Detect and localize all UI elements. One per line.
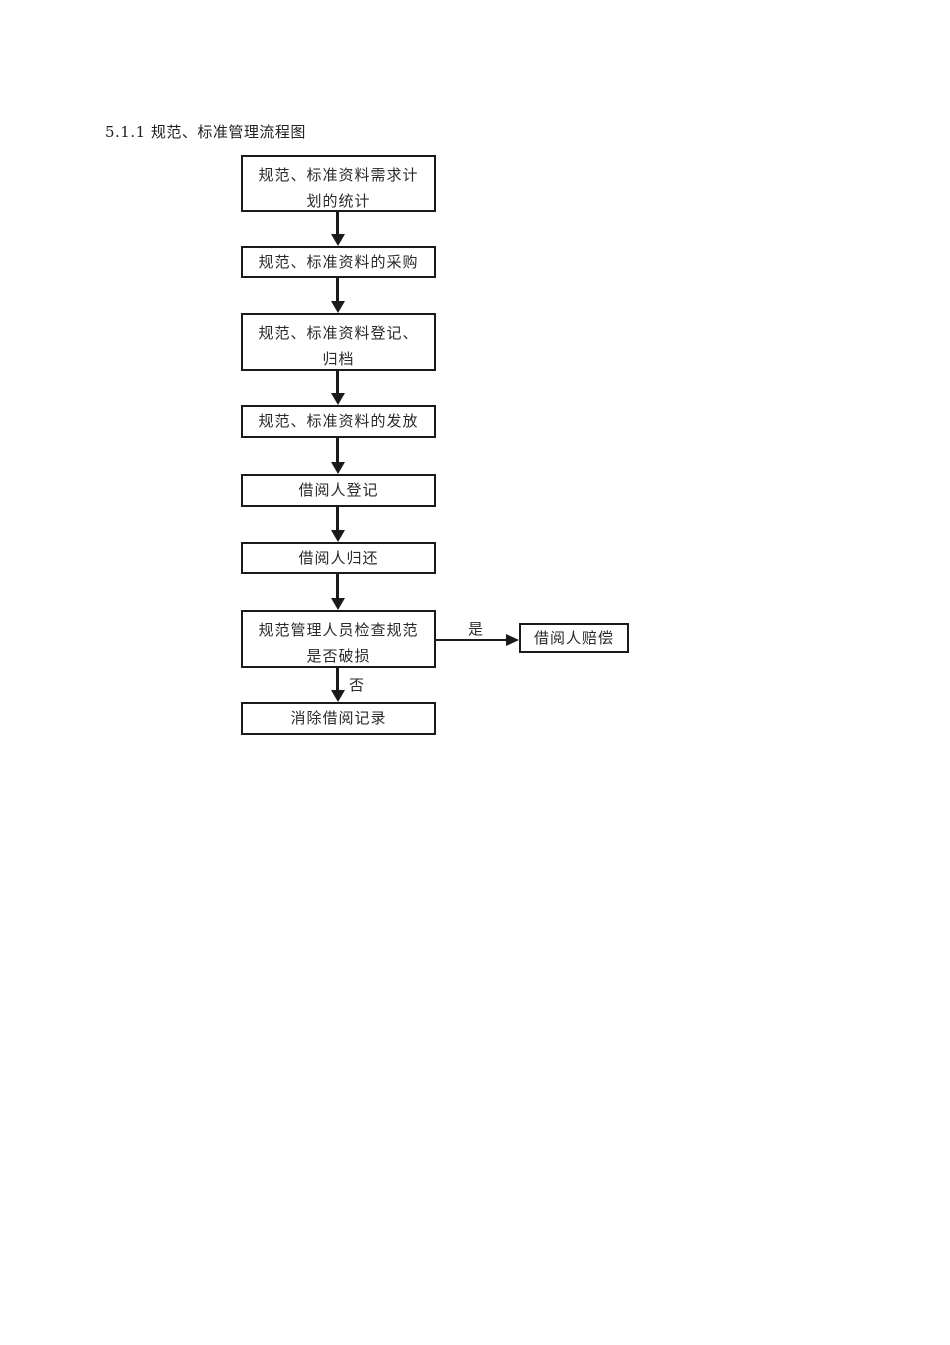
flowchart-title: 5.1.1 规范、标准管理流程图 (105, 123, 306, 141)
flow-node-clear-borrow-record: 消除借阅记录 (241, 702, 436, 735)
flow-node-registration-archiving: 规范、标准资料登记、 归档 (241, 313, 436, 371)
flow-node-distribution: 规范、标准资料的发放 (241, 405, 436, 438)
branch-label-yes: 是 (468, 620, 484, 638)
flow-node-demand-plan-statistics: 规范、标准资料需求计 划的统计 (241, 155, 436, 212)
branch-label-no: 否 (349, 676, 365, 694)
flow-node-borrower-return: 借阅人归还 (241, 542, 436, 574)
flow-node-borrower-registration: 借阅人登记 (241, 474, 436, 507)
flow-node-procurement: 规范、标准资料的采购 (241, 246, 436, 278)
flow-node-damage-check: 规范管理人员检查规范 是否破损 (241, 610, 436, 668)
flow-node-borrower-compensation: 借阅人赔偿 (519, 623, 629, 653)
